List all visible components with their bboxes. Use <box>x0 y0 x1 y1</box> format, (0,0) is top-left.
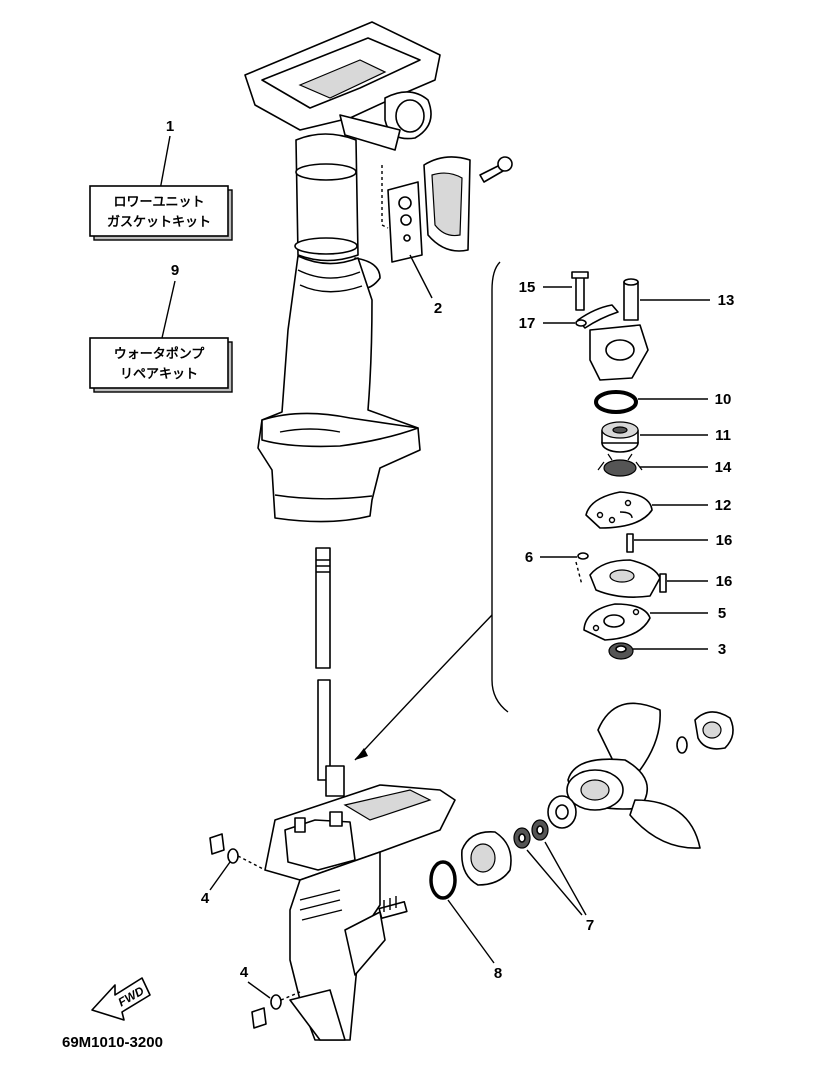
kit-9-line2: リペアキット <box>120 367 198 382</box>
part-2-gasket: 2 <box>381 156 513 317</box>
callout-15: 15 <box>519 279 536 296</box>
callout-14: 14 <box>715 459 732 476</box>
callout-4-upper: 4 <box>201 890 210 907</box>
kit-9-number: 9 <box>171 262 179 279</box>
callout-6: 6 <box>525 549 533 566</box>
lower-casing-drawing <box>264 784 456 1041</box>
kit-label-1: 1 ロワーユニット ガスケットキット <box>89 118 233 241</box>
callout-2-leader <box>409 254 433 299</box>
callout-3: 3 <box>718 641 726 658</box>
kit-9-line1: ウォータポンプ <box>114 346 206 362</box>
callout-5: 5 <box>718 605 726 622</box>
callout-2: 2 <box>434 300 442 317</box>
callout-10: 10 <box>715 391 732 408</box>
kit-1-leader <box>159 135 171 191</box>
kit-label-9: 9 ウォータポンプ リペアキット <box>89 262 233 393</box>
kit-1-number: 1 <box>166 118 174 135</box>
lower-callouts: 7 8 <box>447 841 594 982</box>
water-pump-group <box>354 261 667 761</box>
callout-8: 8 <box>494 965 502 982</box>
callout-13: 13 <box>718 292 735 309</box>
callout-16-lower: 16 <box>716 573 733 590</box>
kit-1-line1: ロワーユニット <box>113 195 204 210</box>
kit-1-box <box>89 185 229 237</box>
callout-7: 7 <box>586 917 594 934</box>
callout-11: 11 <box>715 427 731 444</box>
kit-1-line2: ガスケットキット <box>107 215 211 230</box>
callout-17: 17 <box>519 315 536 332</box>
water-pump-callouts: 15 13 17 10 11 14 12 6 16 16 5 3 <box>519 279 735 658</box>
callout-16-upper: 16 <box>716 532 733 549</box>
kit-9-box <box>89 337 229 389</box>
callout-12: 12 <box>715 497 732 514</box>
diagram-code: 69M1010-3200 <box>62 1034 163 1051</box>
drive-shaft-drawing <box>315 547 345 797</box>
fwd-arrow: FWD <box>91 977 151 1021</box>
part-4-screws: 4 4 <box>201 833 301 1029</box>
callout-4-lower: 4 <box>240 964 249 981</box>
kit-9-leader <box>161 280 176 339</box>
propeller-group <box>429 702 734 900</box>
upper-casing-drawing <box>244 21 441 523</box>
